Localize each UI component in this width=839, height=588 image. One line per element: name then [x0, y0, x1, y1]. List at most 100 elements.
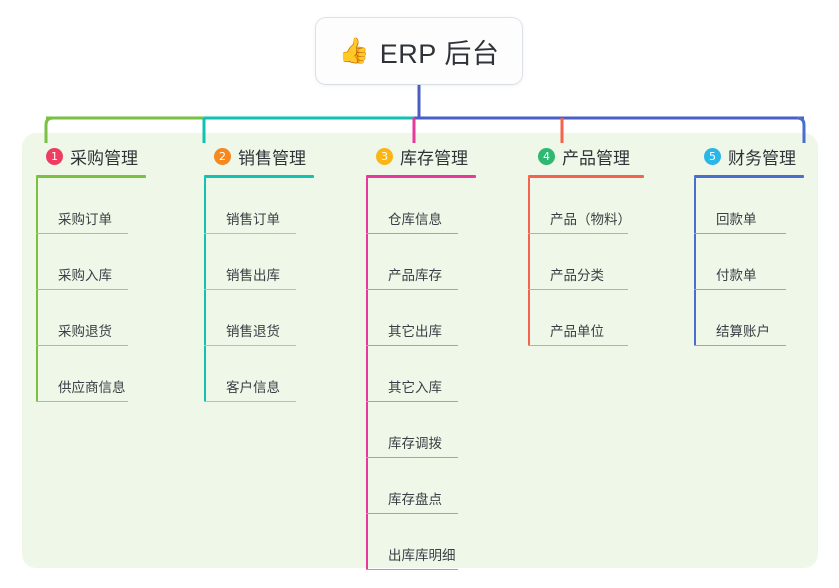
- leaf-item-rule: [204, 344, 296, 346]
- column-header-5[interactable]: 5 财务管理: [694, 143, 804, 169]
- leaf-item[interactable]: 产品库存: [366, 234, 476, 290]
- leaf-item-label: 销售退货: [226, 324, 280, 339]
- column-items: 仓库信息产品库存其它出库其它入库库存调拨库存盘点出库库明细: [366, 178, 476, 570]
- leaf-item-rule: [366, 512, 458, 514]
- leaf-item-label: 采购退货: [58, 324, 112, 339]
- column-items: 回款单付款单结算账户: [694, 178, 804, 346]
- leaf-item-label: 采购入库: [58, 268, 112, 283]
- column-header-3[interactable]: 3 库存管理: [366, 143, 476, 169]
- leaf-item-rule: [366, 232, 458, 234]
- leaf-item[interactable]: 销售订单: [204, 178, 314, 234]
- leaf-item-rule: [36, 288, 128, 290]
- leaf-item-rule: [36, 232, 128, 234]
- leaf-item[interactable]: 供应商信息: [36, 346, 146, 402]
- leaf-item-rule: [204, 288, 296, 290]
- leaf-item[interactable]: 采购订单: [36, 178, 146, 234]
- leaf-item-rule: [528, 344, 628, 346]
- leaf-item-label: 仓库信息: [388, 212, 442, 227]
- leaf-item-rule: [366, 456, 458, 458]
- number-badge-icon: 2: [214, 147, 231, 165]
- column-items: 采购订单采购入库采购退货供应商信息: [36, 178, 146, 402]
- column-header-rule: [528, 175, 644, 178]
- column-header-rule: [36, 175, 146, 178]
- leaf-item[interactable]: 结算账户: [694, 290, 804, 346]
- number-badge-icon: 1: [46, 147, 63, 165]
- leaf-item-rule: [366, 400, 458, 402]
- root-node-erp-backend[interactable]: 👍 ERP 后台: [316, 18, 522, 84]
- leaf-item[interactable]: 销售出库: [204, 234, 314, 290]
- column-header-rule: [694, 175, 804, 178]
- leaf-item-label: 出库库明细: [388, 548, 456, 563]
- column-spine: [694, 178, 696, 346]
- leaf-item-label: 客户信息: [226, 380, 280, 395]
- leaf-item[interactable]: 销售退货: [204, 290, 314, 346]
- leaf-item[interactable]: 产品（物料）: [528, 178, 644, 234]
- column-items: 销售订单销售出库销售退货客户信息: [204, 178, 314, 402]
- leaf-item-label: 产品库存: [388, 268, 442, 283]
- leaf-item-rule: [36, 400, 128, 402]
- leaf-item[interactable]: 产品分类: [528, 234, 644, 290]
- leaf-item-label: 库存调拨: [388, 436, 442, 451]
- column-4: 4 产品管理产品（物料） 产品分类产品单位: [528, 143, 644, 346]
- leaf-item-label: 付款单: [716, 268, 757, 283]
- leaf-item-label: 产品分类: [550, 268, 604, 283]
- column-spine: [528, 178, 530, 346]
- leaf-item-label: 结算账户: [716, 324, 770, 339]
- column-spine: [36, 178, 38, 402]
- leaf-item-label: 销售订单: [226, 212, 280, 227]
- leaf-item-rule: [204, 400, 296, 402]
- leaf-item[interactable]: 产品单位: [528, 290, 644, 346]
- leaf-item[interactable]: 仓库信息: [366, 178, 476, 234]
- leaf-item-label: 其它出库: [388, 324, 442, 339]
- number-badge-icon: 5: [704, 147, 721, 165]
- leaf-item[interactable]: 采购入库: [36, 234, 146, 290]
- leaf-item[interactable]: 库存调拨: [366, 402, 476, 458]
- column-title: 库存管理: [400, 148, 468, 168]
- leaf-item-label: 库存盘点: [388, 492, 442, 507]
- column-2: 2 销售管理销售订单销售出库销售退货客户信息: [204, 143, 314, 402]
- column-title: 财务管理: [728, 148, 796, 168]
- column-title: 采购管理: [70, 148, 138, 168]
- column-header-2[interactable]: 2 销售管理: [204, 143, 314, 169]
- diagram-background-panel: [22, 133, 818, 568]
- column-header-rule: [204, 175, 314, 178]
- leaf-item[interactable]: 其它出库: [366, 290, 476, 346]
- leaf-item[interactable]: 其它入库: [366, 346, 476, 402]
- column-title: 销售管理: [238, 148, 306, 168]
- root-node-title: ERP 后台: [379, 38, 500, 69]
- leaf-item-rule: [204, 232, 296, 234]
- leaf-item-label: 产品单位: [550, 324, 604, 339]
- leaf-item[interactable]: 付款单: [694, 234, 804, 290]
- leaf-item-rule: [36, 344, 128, 346]
- leaf-item-rule: [366, 288, 458, 290]
- leaf-item-rule: [366, 344, 458, 346]
- number-badge-icon: 4: [538, 147, 555, 165]
- leaf-item[interactable]: 库存盘点: [366, 458, 476, 514]
- column-items: 产品（物料） 产品分类产品单位: [528, 178, 644, 346]
- column-header-rule: [366, 175, 476, 178]
- column-3: 3 库存管理仓库信息产品库存其它出库其它入库库存调拨库存盘点出库库明细: [366, 143, 476, 570]
- leaf-item-rule: [366, 568, 458, 570]
- leaf-item[interactable]: 采购退货: [36, 290, 146, 346]
- column-title: 产品管理: [562, 148, 630, 168]
- leaf-item-label: 其它入库: [388, 380, 442, 395]
- column-header-4[interactable]: 4 产品管理: [528, 143, 644, 169]
- leaf-item-label: 回款单: [716, 212, 757, 227]
- leaf-item-rule: [528, 232, 628, 234]
- leaf-item-label: 产品（物料）: [550, 212, 631, 227]
- leaf-item[interactable]: 回款单: [694, 178, 804, 234]
- leaf-item-label: 供应商信息: [58, 380, 126, 395]
- number-badge-icon: 3: [376, 147, 393, 165]
- column-spine: [204, 178, 206, 402]
- leaf-item-rule: [694, 344, 786, 346]
- column-5: 5 财务管理回款单付款单结算账户: [694, 143, 804, 346]
- leaf-item[interactable]: 客户信息: [204, 346, 314, 402]
- leaf-item-label: 采购订单: [58, 212, 112, 227]
- thumbs-up-icon: 👍: [338, 36, 370, 65]
- leaf-item-rule: [694, 288, 786, 290]
- column-1: 1 采购管理采购订单采购入库采购退货供应商信息: [36, 143, 146, 402]
- column-spine: [366, 178, 368, 570]
- leaf-item[interactable]: 出库库明细: [366, 514, 476, 570]
- leaf-item-rule: [694, 232, 786, 234]
- column-header-1[interactable]: 1 采购管理: [36, 143, 146, 169]
